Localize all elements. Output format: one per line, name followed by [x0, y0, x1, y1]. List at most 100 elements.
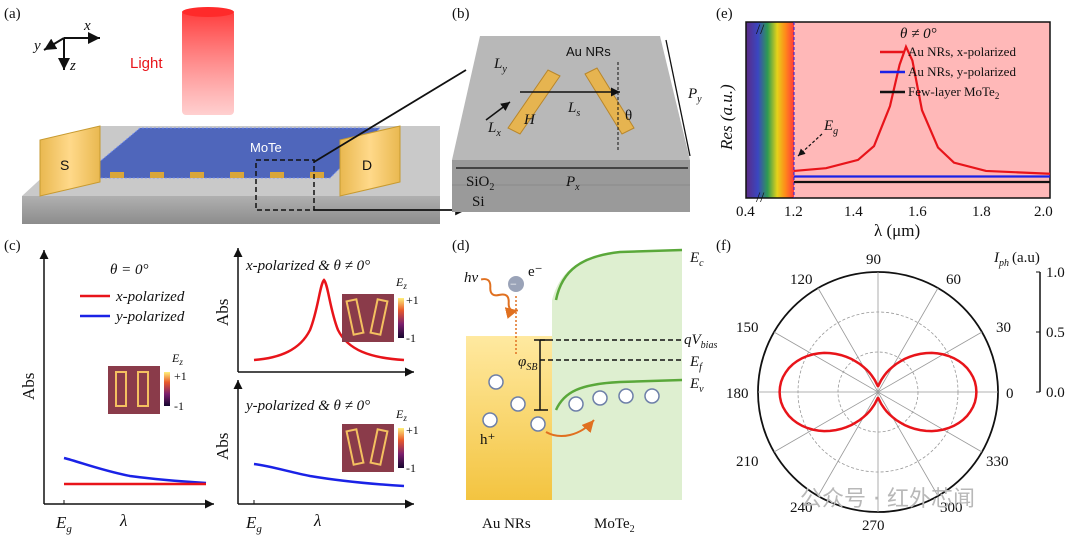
- mote2-layer: [80, 128, 380, 178]
- hole-label: h⁺: [480, 432, 495, 448]
- angle-label: 60: [946, 272, 961, 288]
- c-eg-right: Eg: [245, 513, 262, 535]
- polar-lobes: [778, 351, 978, 433]
- mote-label: MoTe: [250, 140, 282, 155]
- beam-top: [182, 7, 234, 17]
- panel-b-label: (b): [452, 6, 470, 22]
- cb-min-bottom: -1: [406, 461, 416, 475]
- ev-label: Ev: [689, 376, 704, 395]
- substrate-front: [22, 196, 440, 224]
- cb-min-left: -1: [174, 399, 184, 413]
- legend-e-mote2: Few-layer MoTe2: [908, 84, 999, 101]
- c-eg-left: Eg: [55, 513, 72, 535]
- au-nrs-label: Au NRs: [482, 516, 531, 532]
- e-xticks: 0.4 1.2 1.4 1.6 1.8 2.0: [736, 204, 1053, 220]
- c-ylabel: Abs: [19, 373, 38, 400]
- colorbar-bottom: [398, 428, 404, 468]
- c-xlabel-left: λ: [119, 511, 127, 530]
- c-top-ylabel: Abs: [213, 299, 232, 326]
- panel-d-label: (d): [452, 238, 470, 254]
- e-eg-label: Eg: [823, 118, 838, 137]
- legend-x-pol: x-polarized: [115, 289, 185, 305]
- svg-text://: //: [756, 22, 765, 38]
- angle-label: 0: [1006, 386, 1014, 402]
- photon-wave: [480, 278, 519, 319]
- legend-e-y: Au NRs, y-polarized: [908, 64, 1016, 79]
- ez-left: Ez: [171, 351, 183, 367]
- angle-label: 210: [736, 454, 759, 470]
- e-ylabel: Res (a.u.): [717, 84, 736, 151]
- angle-label: 150: [736, 320, 759, 336]
- c-bottom-curve: [253, 462, 405, 488]
- angle-label: 120: [790, 272, 813, 288]
- mote2-label: MoTe2: [594, 516, 635, 535]
- nanorod-left: [507, 69, 561, 135]
- c-bottom-title: y-polarized & θ ≠ 0°: [244, 398, 370, 414]
- panel-e-label: (e): [716, 6, 733, 22]
- ez-bottom: Ez: [395, 407, 407, 423]
- nanorod-array: [110, 172, 324, 178]
- angle-label: 30: [996, 320, 1011, 336]
- unit-cell-front: [452, 160, 690, 212]
- cb-min-top: -1: [406, 331, 416, 345]
- svg-text://: //: [756, 190, 765, 206]
- r-tick: 0.5: [1046, 325, 1065, 341]
- conduction-band: [554, 248, 683, 301]
- r-tick: 1.0: [1046, 265, 1065, 281]
- h-label: H: [523, 112, 536, 128]
- source-label: S: [60, 157, 69, 173]
- zoom-line-top: [313, 69, 467, 163]
- polar-grid: [757, 271, 999, 513]
- e-plot-frame: [745, 21, 1051, 199]
- angle-label: 90: [866, 252, 881, 268]
- e-xtick: 1.4: [844, 204, 863, 220]
- legend-e-x: Au NRs, x-polarized: [908, 44, 1016, 59]
- e-xlabel: λ (μm): [874, 221, 920, 240]
- angle-label: 270: [862, 518, 885, 534]
- c-left-y-curve: [63, 456, 207, 485]
- svg-text:−: −: [510, 277, 517, 291]
- theta-zero: θ = 0°: [110, 262, 149, 278]
- ls-label: Ls: [567, 100, 580, 119]
- panel-a-label: (a): [4, 6, 21, 22]
- valence-band: [554, 378, 683, 411]
- e-series-x: [793, 43, 1051, 175]
- nanorod-right: [584, 67, 635, 135]
- ec-label: Ec: [689, 250, 704, 269]
- panel-f-label: (f): [716, 238, 731, 254]
- e-xtick: 2.0: [1034, 204, 1053, 220]
- ez-top: Ez: [395, 275, 407, 291]
- polar-angle-labels: 90 60 30 0 330 300 270 240 210 180 150 1…: [726, 252, 1014, 534]
- py-label: Py: [687, 86, 702, 105]
- ef-label: Ef: [689, 354, 703, 373]
- source-electrode: [39, 125, 101, 197]
- axis-y-label: y: [32, 38, 41, 54]
- e-xtick: 1.6: [908, 204, 927, 220]
- zoom-box: [255, 159, 315, 211]
- drain-label: D: [362, 157, 372, 173]
- c-top-title: x-polarized & θ ≠ 0°: [245, 258, 370, 274]
- electron-icon: [508, 276, 524, 292]
- panel-c: (c) θ = 0° x-polarized y-polarized Abs E…: [4, 238, 419, 535]
- lx-label: Lx: [487, 120, 501, 139]
- panel-f: (f) 90 60 30 0 330 300 270 240 210 180 1…: [716, 238, 1065, 534]
- panel-c-label: (c): [4, 238, 21, 254]
- au-nrs-title: Au NRs: [566, 44, 611, 59]
- panel-e: (e) θ ≠ 0° Au NRs, x-polarized Au NRs, y…: [716, 6, 1053, 240]
- e-xtick: 1.8: [972, 204, 991, 220]
- axis-x-label: x: [83, 18, 91, 34]
- c-xlabel-right: λ: [313, 511, 321, 530]
- axis-z-label: z: [69, 58, 76, 74]
- electron-label: e⁻: [528, 264, 543, 280]
- angle-label: 300: [940, 500, 963, 516]
- mote2-band: [552, 250, 682, 500]
- angle-label: 180: [726, 386, 749, 402]
- hv-label: hν: [464, 270, 479, 286]
- panel-d: (d) φSB Ec qVbias Ef Ev hν − e⁻ h⁺ Au NR…: [452, 238, 717, 535]
- ly-label: Ly: [493, 56, 507, 75]
- cb-max-top: +1: [406, 293, 419, 307]
- c-bottom-ylabel: Abs: [213, 433, 232, 460]
- theta-ne: θ ≠ 0°: [900, 26, 937, 42]
- cb-max-bottom: +1: [406, 423, 419, 437]
